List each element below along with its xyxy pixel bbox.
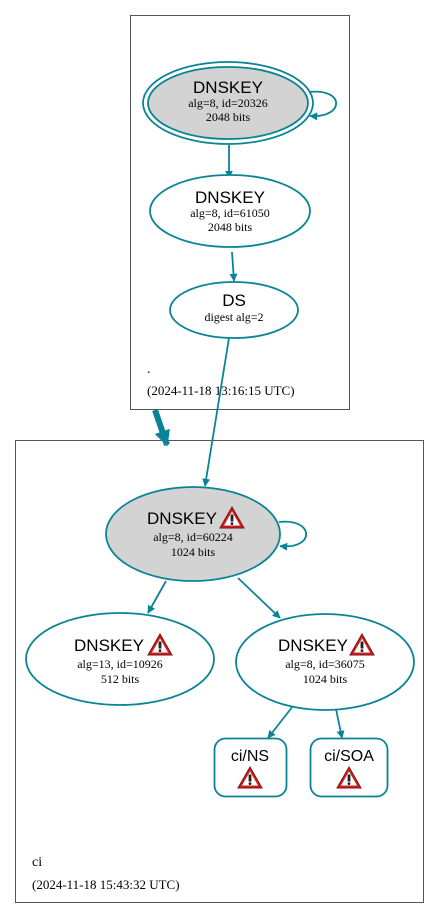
zone-box-ci bbox=[15, 440, 424, 903]
edge-root-ksk-self bbox=[308, 90, 337, 121]
node-detail: 2048 bits bbox=[208, 220, 253, 234]
node-ci-soa[interactable]: ci/SOA bbox=[309, 737, 389, 798]
node-title: DNSKEY bbox=[278, 636, 348, 655]
node-root-ksk[interactable]: DNSKEY alg=8, id=20326 2048 bits bbox=[142, 61, 314, 145]
node-detail: 512 bits bbox=[101, 672, 140, 686]
edge-ci-zsk-to-soa bbox=[335, 708, 345, 739]
edge-root-zsk-to-ds bbox=[229, 251, 238, 282]
delegation-arrow bbox=[152, 409, 170, 447]
node-detail: alg=8, id=20326 bbox=[188, 96, 268, 110]
node-detail: alg=8, id=61050 bbox=[190, 206, 270, 220]
zone-name-root: . bbox=[147, 362, 151, 377]
node-title: DNSKEY bbox=[193, 78, 263, 97]
edge-ci-ksk-to-key13 bbox=[147, 580, 167, 614]
node-title: ci/SOA bbox=[324, 748, 374, 765]
node-root-zsk[interactable]: DNSKEY alg=8, id=61050 2048 bits bbox=[149, 174, 311, 248]
edge-ci-zsk-to-ns bbox=[267, 705, 294, 739]
node-detail: alg=8, id=60224 bbox=[153, 530, 233, 544]
node-detail: 1024 bits bbox=[171, 545, 216, 559]
node-ci-key13[interactable]: DNSKEY alg=13, id=10926 512 bits bbox=[25, 612, 215, 706]
node-root-ds[interactable]: DS digest alg=2 bbox=[169, 281, 299, 339]
zone-timestamp-ci: (2024-11-18 15:43:32 UTC) bbox=[32, 877, 180, 892]
edge-ci-ksk-self bbox=[278, 520, 307, 551]
node-detail: alg=13, id=10926 bbox=[77, 657, 163, 671]
node-detail: digest alg=2 bbox=[204, 310, 263, 324]
node-detail: 1024 bits bbox=[303, 672, 348, 686]
node-title: ci/NS bbox=[231, 748, 269, 765]
zone-box-root bbox=[130, 15, 350, 410]
node-ci-ksk[interactable]: DNSKEY alg=8, id=60224 1024 bits bbox=[105, 486, 281, 582]
node-ci-ns[interactable]: ci/NS bbox=[213, 737, 288, 798]
node-ci-zsk[interactable]: DNSKEY alg=8, id=36075 1024 bits bbox=[235, 613, 415, 711]
edge-ds-to-ci-ksk bbox=[202, 337, 230, 487]
node-title: DS bbox=[222, 291, 246, 310]
node-title: DNSKEY bbox=[74, 636, 144, 655]
node-title: DNSKEY bbox=[195, 188, 265, 207]
node-title: DNSKEY bbox=[147, 509, 217, 528]
node-detail: 2048 bits bbox=[206, 110, 251, 124]
node-detail: alg=8, id=36075 bbox=[285, 657, 365, 671]
zone-name-ci: ci bbox=[32, 855, 42, 870]
edge-ci-ksk-to-zsk bbox=[237, 577, 281, 619]
